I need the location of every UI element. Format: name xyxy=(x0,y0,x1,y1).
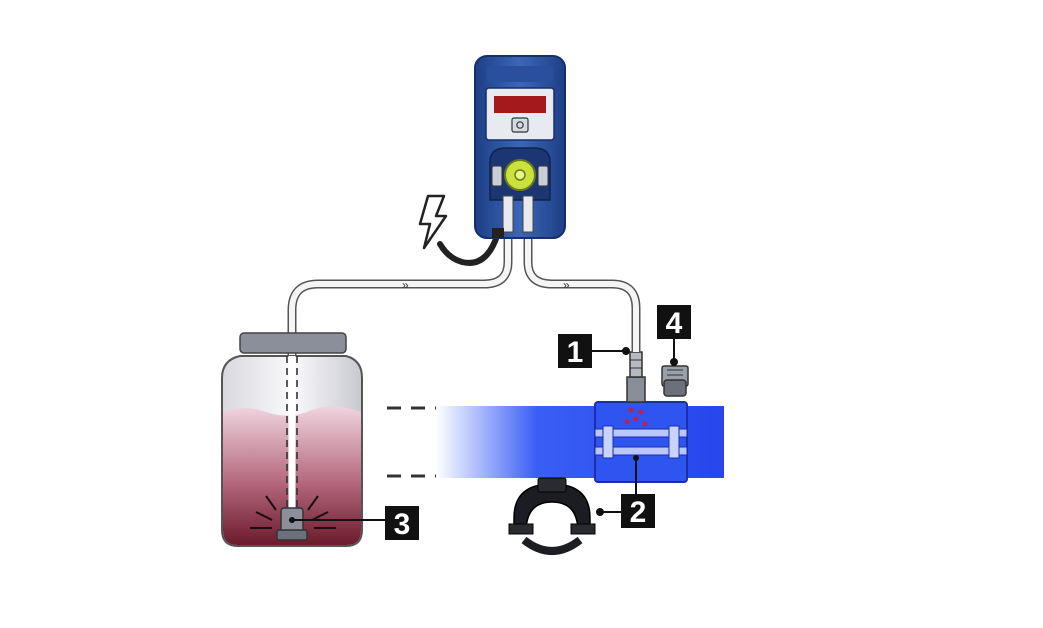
callout-1: 1 xyxy=(558,334,592,369)
suction-tube: » xyxy=(287,228,513,505)
callout-2-label: 2 xyxy=(630,496,647,529)
pump-button xyxy=(511,117,529,133)
suction-rays xyxy=(250,495,336,529)
discharge-tube: » xyxy=(523,228,641,352)
callout-4: 4 xyxy=(657,305,691,340)
callout-3-label: 3 xyxy=(394,508,411,541)
callout-leaders xyxy=(292,336,678,521)
dosing-pump xyxy=(474,55,566,239)
pipe-clamp-saddle xyxy=(508,477,596,555)
tank-lid xyxy=(239,332,347,354)
adapter-fitting xyxy=(661,365,689,397)
injection-valve xyxy=(624,351,648,427)
pipe-dashed-extension xyxy=(387,406,440,478)
callout-4-label: 4 xyxy=(666,307,683,340)
power-cable xyxy=(437,233,500,266)
lightning-bolt-icon xyxy=(418,194,448,250)
svg-text:»: » xyxy=(402,278,409,292)
pump-display xyxy=(494,96,546,113)
callout-1-label: 1 xyxy=(567,336,584,369)
svg-text:»: » xyxy=(563,278,570,292)
callout-3: 3 xyxy=(385,506,419,541)
chemical-tank xyxy=(221,332,363,547)
pipe-saddle-installed xyxy=(594,401,688,483)
callout-2: 2 xyxy=(621,494,655,529)
